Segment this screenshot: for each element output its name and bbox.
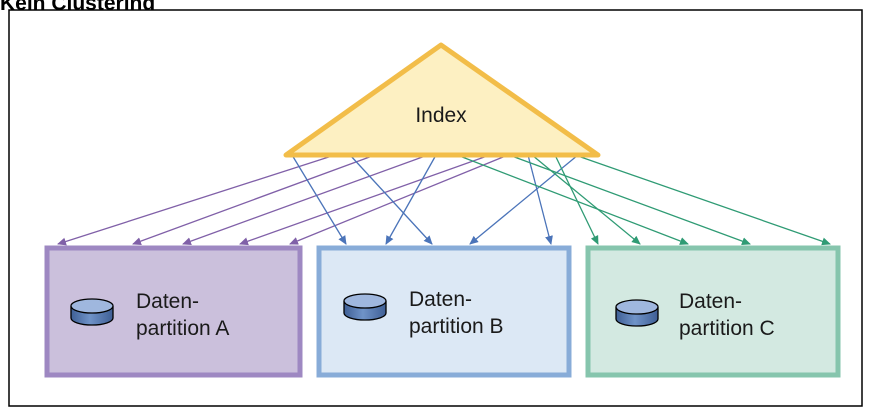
index-to-partition-a-arrow xyxy=(132,154,376,245)
arrows-partition-a xyxy=(57,154,509,246)
index-to-partition-a-arrow xyxy=(182,154,429,246)
database-icon xyxy=(343,293,387,321)
index-node: Index xyxy=(283,42,601,158)
arrows-partition-c xyxy=(456,154,831,246)
partition-a-label-line1: Daten- xyxy=(136,290,199,313)
index-to-partition-c-arrow xyxy=(456,154,689,245)
partition-c: Daten- partition C xyxy=(585,245,841,378)
partition-c-label-line1: Daten- xyxy=(679,290,742,313)
partition-a: Daten- partition A xyxy=(44,245,303,378)
partition-b: Daten- partition B xyxy=(316,245,572,378)
index-to-partition-a-arrow xyxy=(289,154,509,245)
index-to-partition-c-arrow xyxy=(574,154,831,246)
partition-b-label-line2: partition B xyxy=(409,315,504,338)
partition-c-label-line2: partition C xyxy=(679,317,775,340)
index-to-partition-a-arrow xyxy=(239,154,491,246)
arrows-partition-b xyxy=(291,154,579,245)
database-icon xyxy=(70,298,114,326)
index-to-partition-b-arrow xyxy=(527,154,553,245)
index-to-partition-c-arrow xyxy=(554,154,599,245)
index-label: Index xyxy=(415,104,467,127)
partition-a-label-line2: partition A xyxy=(136,317,229,340)
index-to-partition-c-arrow xyxy=(508,154,751,245)
index-to-partition-b-arrow xyxy=(291,154,347,245)
index-to-partition-a-arrow xyxy=(57,154,336,246)
index-to-partition-b-arrow xyxy=(385,154,437,245)
index-to-partition-b-arrow xyxy=(349,154,433,245)
database-icon xyxy=(615,299,659,327)
index-to-partition-b-arrow xyxy=(469,154,579,245)
partition-b-label-line1: Daten- xyxy=(409,288,472,311)
